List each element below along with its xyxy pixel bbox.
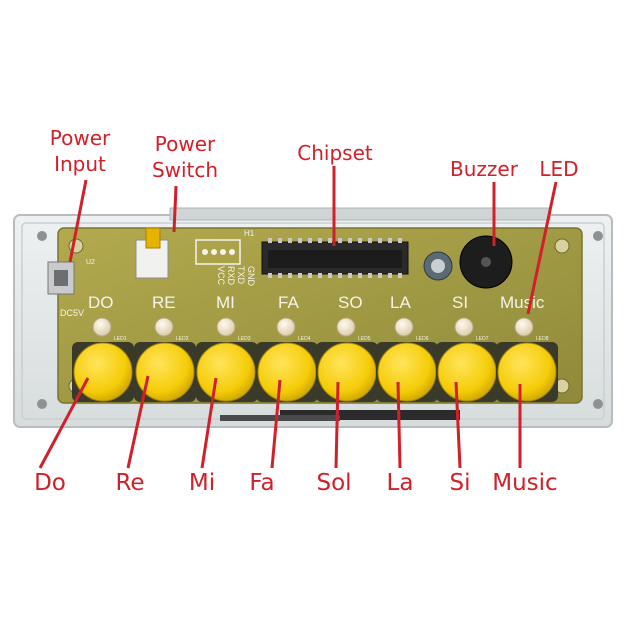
button-re[interactable] xyxy=(134,342,196,402)
callout-line-si xyxy=(454,381,462,469)
callout-buzzer: Buzzer xyxy=(450,157,518,181)
header-pins xyxy=(195,239,241,265)
callout-line-re xyxy=(126,375,150,469)
led-1 xyxy=(92,317,112,337)
note-label-si: Si xyxy=(449,470,471,496)
callout-power-input-line2: Input xyxy=(54,152,106,176)
led-label-4: LED4 xyxy=(298,336,311,342)
callout-line-la xyxy=(396,381,402,469)
silkscreen-labels: DO RE MI FA SO LA SI Music xyxy=(88,293,545,312)
button-sol[interactable] xyxy=(316,342,378,402)
led-label-5: LED5 xyxy=(358,336,371,342)
note-label-sol: Sol xyxy=(316,470,352,496)
header-pin-rxd: RXD xyxy=(226,266,236,286)
led-label-1: LED1 xyxy=(114,336,127,342)
note-label-mi: Mi xyxy=(188,470,216,496)
header-pin-vcc: VCC xyxy=(216,266,226,286)
buzzer xyxy=(459,235,513,289)
led-2 xyxy=(154,317,174,337)
callout-power-input: Power Input xyxy=(40,125,120,177)
silk-label-mi: MI xyxy=(216,293,235,312)
note-label-la: La xyxy=(386,470,414,496)
callout-line-power-switch xyxy=(172,185,178,233)
button-mi[interactable] xyxy=(196,342,258,402)
note-label-fa: Fa xyxy=(249,470,275,496)
led-label-7: LED7 xyxy=(476,336,489,342)
silk-label-music: Music xyxy=(500,293,545,312)
callout-line-do xyxy=(38,377,90,469)
button-si[interactable] xyxy=(436,342,498,402)
led-row xyxy=(92,317,534,337)
power-switch[interactable] xyxy=(135,227,169,279)
button-fa[interactable] xyxy=(256,342,318,402)
note-label-re: Re xyxy=(115,470,145,496)
header-label: H1 xyxy=(244,229,255,238)
silk-label-si: SI xyxy=(452,293,468,312)
led-silk-labels: LED1 LED2 LED3 LED4 LED5 LED6 LED7 LED8 xyxy=(114,336,549,342)
header-pin-gnd: GND xyxy=(246,266,256,287)
callout-line-sol xyxy=(334,381,340,469)
led-label-8: LED8 xyxy=(536,336,549,342)
header-pin-txd: TXD xyxy=(236,266,246,285)
callout-line-fa xyxy=(270,379,282,469)
button-music[interactable] xyxy=(496,342,558,402)
silk-label-so: SO xyxy=(338,293,363,312)
capacitor xyxy=(423,251,453,281)
note-label-music: Music xyxy=(492,470,558,496)
callout-line-power-input xyxy=(68,179,88,263)
led-8 xyxy=(514,317,534,337)
silk-label-re: RE xyxy=(152,293,176,312)
port-label: DC5V xyxy=(60,308,84,318)
callout-line-mi xyxy=(200,377,218,469)
callout-lines xyxy=(38,166,558,469)
silk-label-la: LA xyxy=(390,293,411,312)
power-input-port xyxy=(47,261,75,295)
note-label-do: Do xyxy=(34,470,66,496)
silk-label-fa: FA xyxy=(278,293,299,312)
button-la[interactable] xyxy=(376,342,438,402)
led-5 xyxy=(336,317,356,337)
led-label-6: LED6 xyxy=(416,336,429,342)
button-do[interactable] xyxy=(72,342,134,402)
led-3 xyxy=(216,317,236,337)
led-label-3: LED3 xyxy=(238,336,251,342)
callout-led: LED xyxy=(539,157,579,181)
led-7 xyxy=(454,317,474,337)
callout-power-input-line1: Power xyxy=(49,126,111,150)
callout-line-led xyxy=(526,181,558,315)
led-4 xyxy=(276,317,296,337)
callout-power-switch-line2: Switch xyxy=(151,158,219,182)
callout-chipset: Chipset xyxy=(297,141,373,165)
silk-label-do: DO xyxy=(88,293,114,312)
chip-marker: U2 xyxy=(86,259,95,266)
button-row xyxy=(72,342,558,402)
callout-power-switch: Power Switch xyxy=(140,131,230,183)
led-label-2: LED2 xyxy=(176,336,189,342)
chipset xyxy=(261,238,409,278)
led-6 xyxy=(394,317,414,337)
callout-power-switch-line1: Power xyxy=(154,132,216,156)
